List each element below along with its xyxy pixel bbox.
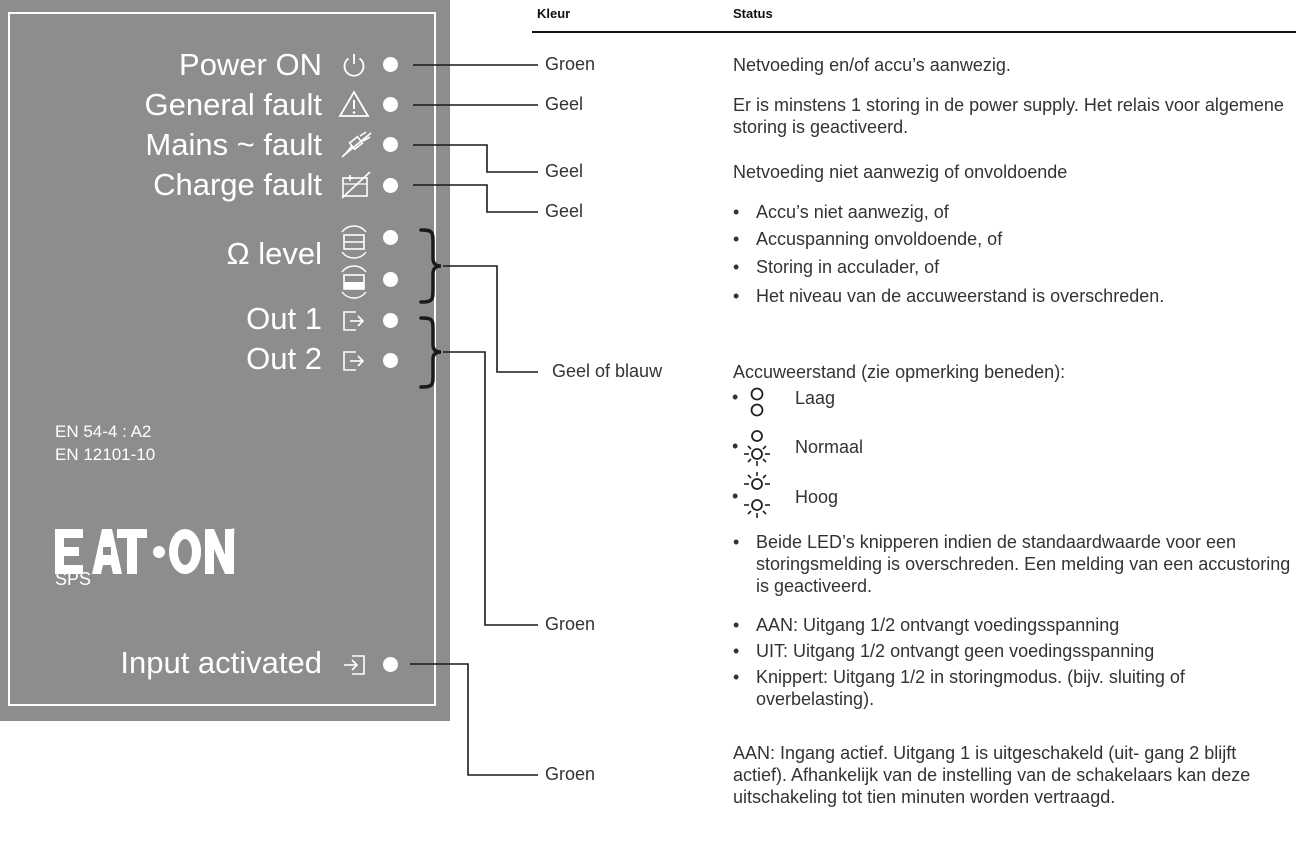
status-row-5: Accuweerstand (zie opmerking beneden): bbox=[733, 362, 1066, 382]
legend-bullet: • bbox=[732, 387, 739, 407]
legend-laag: Laag bbox=[795, 388, 836, 408]
input-arrow-icon bbox=[344, 655, 365, 675]
led-mains-fault bbox=[383, 137, 398, 152]
led-charge-fault bbox=[383, 178, 398, 193]
list-item: •Accu’s niet aanwezig, of bbox=[733, 201, 1293, 223]
bullet-text: UIT: Uitgang 1/2 ontvangt geen voedingss… bbox=[756, 641, 1155, 661]
status-row-7: AAN: Ingang actief. Uitgang 1 is uitgesc… bbox=[733, 743, 1251, 807]
list-item: •AAN: Uitgang 1/2 ontvangt voedingsspann… bbox=[733, 614, 1293, 636]
legend-hoog: Hoog bbox=[795, 487, 839, 507]
indicator-label-out-2: Out 2 bbox=[246, 341, 322, 376]
kleur-row-1: Groen bbox=[545, 54, 596, 74]
bullet-text: Accu’s niet aanwezig, of bbox=[756, 202, 949, 222]
led-on-on-icon bbox=[744, 472, 770, 518]
battery-cycle-icon bbox=[341, 265, 367, 299]
indicator-label-out-1: Out 1 bbox=[246, 301, 322, 336]
mains-plug-crossed-icon bbox=[341, 131, 372, 158]
led-general-fault bbox=[383, 97, 398, 112]
header-rule bbox=[532, 31, 1296, 33]
kleur-row-5: Geel of blauw bbox=[552, 361, 663, 381]
eaton-logo: ® bbox=[55, 528, 235, 574]
logo-subtitle: SPS bbox=[55, 569, 92, 589]
led-out-2 bbox=[383, 353, 398, 368]
header-status: Status bbox=[733, 6, 773, 21]
led-omega-level-1 bbox=[383, 230, 398, 245]
bullet-text: Knippert: Uitgang 1/2 in storingmodus. (… bbox=[756, 667, 1185, 709]
list-item: •Knippert: Uitgang 1/2 in storingmodus. … bbox=[733, 666, 1293, 710]
warning-triangle-icon bbox=[338, 90, 370, 117]
battery-cycle-icon bbox=[341, 225, 367, 259]
panel-frame bbox=[8, 12, 436, 706]
led-input-activated bbox=[383, 657, 398, 672]
list-item: •Beide LED’s knipperen indien de standaa… bbox=[733, 531, 1293, 597]
led-power-on bbox=[383, 57, 398, 72]
kleur-row-7: Groen bbox=[545, 764, 596, 784]
charge-crossed-icon bbox=[341, 171, 371, 199]
led-out-1 bbox=[383, 313, 398, 328]
status-row-2: Er is minstens 1 storing in de power sup… bbox=[733, 95, 1284, 137]
standard-en54: EN 54-4 : A2 bbox=[55, 422, 152, 441]
kleur-row-6: Groen bbox=[545, 614, 596, 634]
power-icon bbox=[343, 54, 365, 77]
bullet-text: Het niveau van de accuweerstand is overs… bbox=[756, 286, 1165, 306]
legend-bullet: • bbox=[732, 436, 739, 456]
header-kleur: Kleur bbox=[537, 6, 571, 21]
list-item: •Storing in acculader, of bbox=[733, 256, 1293, 278]
bullet-text: AAN: Uitgang 1/2 ontvangt voedingsspanni… bbox=[756, 615, 1120, 635]
bullet-text: Storing in acculader, of bbox=[756, 257, 940, 277]
bullet-text: Beide LED’s knipperen indien de standaar… bbox=[756, 532, 1291, 596]
bullet-text: Accuspanning onvoldoende, of bbox=[756, 229, 1003, 249]
led-off-on-icon bbox=[744, 430, 770, 466]
status-row-1: Netvoeding en/of accu’s aanwezig. bbox=[733, 55, 1011, 75]
indicator-label-omega-level: Ω level bbox=[226, 236, 322, 271]
status-row-3: Netvoeding niet aanwezig of onvoldoende bbox=[733, 162, 1068, 182]
output-arrow-icon bbox=[343, 311, 365, 331]
kleur-row-3: Geel bbox=[545, 161, 584, 181]
svg-text:®: ® bbox=[231, 528, 235, 535]
led-off-off-icon bbox=[750, 387, 764, 417]
indicator-label-general-fault: General fault bbox=[144, 87, 323, 122]
legend-normaal: Normaal bbox=[795, 437, 864, 457]
indicator-label-charge-fault: Charge fault bbox=[153, 167, 322, 202]
standard-en12101: EN 12101-10 bbox=[55, 445, 156, 464]
list-item: •Het niveau van de accuweerstand is over… bbox=[733, 285, 1293, 307]
legend-bullet: • bbox=[732, 486, 739, 506]
indicator-label-power-on: Power ON bbox=[179, 47, 322, 82]
kleur-row-2: Geel bbox=[545, 94, 584, 114]
indicator-label-input-activated: Input activated bbox=[120, 645, 322, 680]
list-item: •UIT: Uitgang 1/2 ontvangt geen voedings… bbox=[733, 640, 1293, 662]
led-omega-level-2 bbox=[383, 272, 398, 287]
device-front-panel: Power ON General fault Mains ~ fault Cha… bbox=[0, 0, 450, 721]
output-arrow-icon bbox=[343, 351, 365, 371]
indicator-label-mains-fault: Mains ~ fault bbox=[145, 127, 322, 162]
list-item: •Accuspanning onvoldoende, of bbox=[733, 228, 1293, 250]
kleur-row-4: Geel bbox=[545, 201, 584, 221]
